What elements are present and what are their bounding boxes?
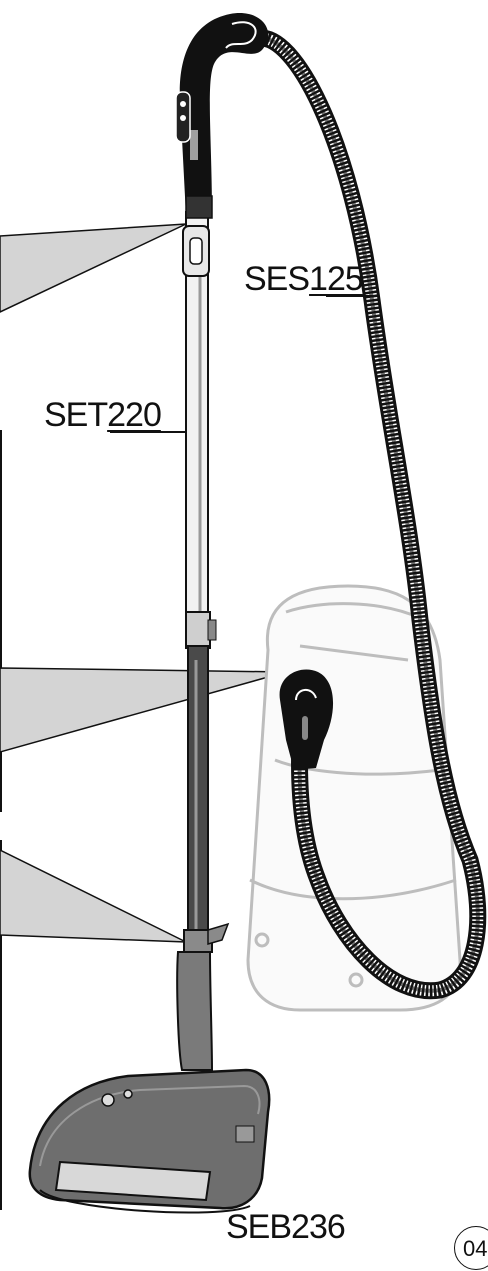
callout-wedge-handle [0, 223, 187, 313]
hose-ribbing-shade [261, 36, 480, 993]
tube-label-number: 220 [107, 396, 162, 434]
hose-label-number: 125 [309, 260, 364, 298]
page-number-badge: 04 [454, 1226, 488, 1270]
brush-label: SEB236 [226, 1208, 346, 1246]
electrobrush [28, 951, 271, 1214]
hose-label: SES125 [244, 260, 364, 298]
tube-label: SET220 [44, 396, 162, 434]
tube-label-prefix: SET [44, 396, 108, 434]
hose-label-prefix: SES [244, 260, 310, 298]
handle-grip [175, 13, 269, 219]
callout-wedge-connector [0, 667, 287, 753]
telescopic-tube [182, 211, 230, 953]
callout-wedge-tube-joint [0, 849, 187, 943]
hose-connector [279, 669, 334, 770]
